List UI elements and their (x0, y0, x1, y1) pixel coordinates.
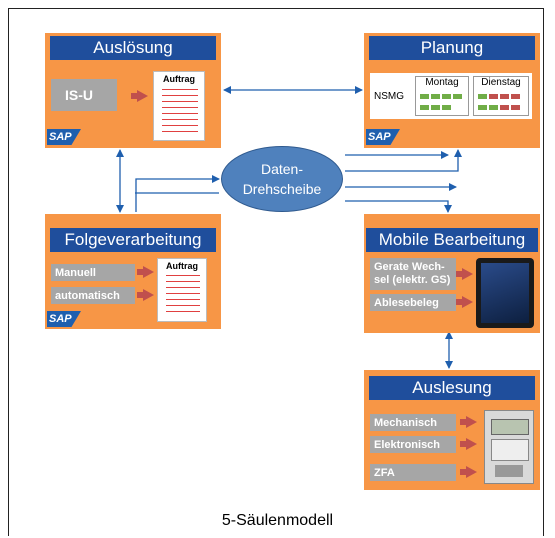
right-arrow-icon (460, 438, 477, 450)
tablet-icon (476, 258, 534, 328)
box-title: Auslösung (50, 36, 216, 60)
sap-logo: SAP (47, 129, 81, 145)
box-title: Folgeverarbeitung (50, 228, 216, 252)
device-change-item: Gerate Wech- sel (elektr. GS) (370, 258, 456, 290)
electronic-item: Elektronisch (370, 436, 456, 453)
automatic-item: automatisch (51, 287, 135, 304)
right-arrow-icon (456, 296, 473, 308)
connector-folge-center-1 (135, 175, 220, 212)
connector-center-mobile-lower (345, 200, 452, 213)
day-column-dienstag: Dienstag (473, 76, 529, 116)
box-mobile-bearbeitung: Mobile Bearbeitung Gerate Wech- sel (ele… (364, 214, 540, 333)
box-planung: Planung NSMG Montag Dienstag SAP (364, 33, 540, 148)
order-document-icon: Auftrag (157, 258, 207, 322)
document-label: Auftrag (166, 261, 198, 271)
sap-logo: SAP (47, 311, 81, 327)
meter-icon (484, 410, 534, 484)
box-folgeverarbeitung: Folgeverarbeitung Manuell automatisch Au… (45, 214, 221, 329)
box-title: Auslesung (369, 376, 535, 400)
right-arrow-icon (137, 289, 154, 301)
right-arrow-icon (131, 90, 148, 102)
data-hub-ellipse: Daten- Drehscheibe (221, 146, 343, 212)
right-arrow-icon (460, 416, 477, 428)
hub-label-line2: Drehscheibe (242, 181, 322, 197)
item-line: sel (elektr. GS) (374, 274, 451, 286)
diagram-caption: 5-Säulenmodell (221, 512, 334, 529)
nsmg-label: NSMG (374, 91, 404, 102)
zfa-item: ZFA (370, 464, 456, 481)
order-document-icon: Auftrag (153, 71, 205, 141)
connector-center-planung-lower (345, 149, 462, 172)
box-title: Planung (369, 36, 535, 60)
mechanical-item: Mechanisch (370, 414, 456, 431)
reading-document-item: Ablesebeleg (370, 294, 456, 311)
document-label: Auftrag (163, 74, 195, 84)
planning-table: NSMG Montag Dienstag (370, 73, 532, 119)
sap-logo: SAP (366, 129, 400, 145)
manual-item: Manuell (51, 264, 135, 281)
box-ausloesung: Auslösung IS-U Auftrag SAP (45, 33, 221, 148)
day-label: Montag (425, 77, 459, 88)
box-auslesung: Auslesung Mechanisch Elektronisch ZFA (364, 370, 540, 490)
box-title: Mobile Bearbeitung (366, 228, 538, 252)
day-column-montag: Montag (415, 76, 469, 116)
hub-label-line1: Daten- (260, 161, 304, 177)
day-label: Dienstag (481, 77, 521, 88)
is-u-label: IS-U (51, 79, 117, 111)
right-arrow-icon (460, 466, 477, 478)
item-line: Gerate Wech- (374, 261, 445, 273)
right-arrow-icon (456, 268, 473, 280)
right-arrow-icon (137, 266, 154, 278)
